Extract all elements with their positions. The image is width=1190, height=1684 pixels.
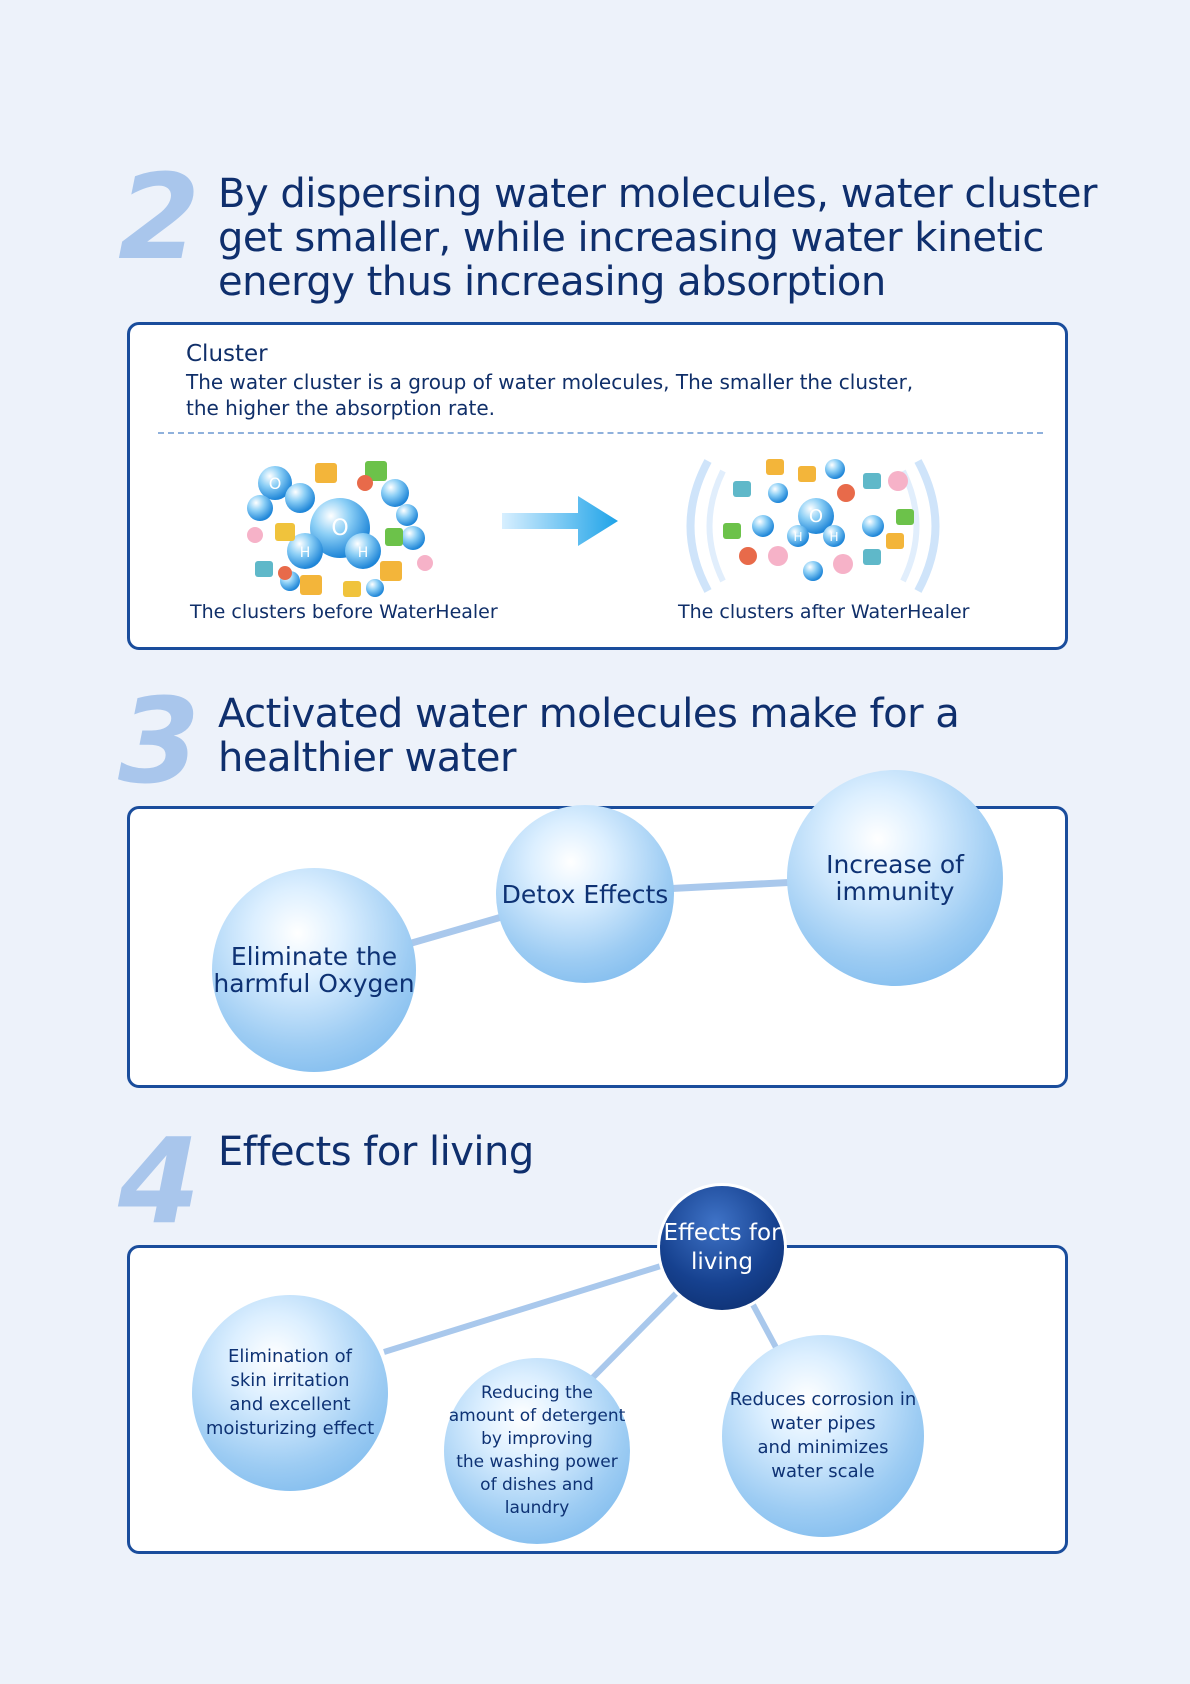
caption-after: The clusters after WaterHealer [678, 601, 970, 623]
section-number-2: 2 [118, 148, 201, 286]
bubble-line: Reducing the [480, 1383, 593, 1403]
cluster-before-illustration: O O H H [247, 461, 433, 597]
dashed-divider [158, 432, 1043, 434]
bubble-line: laundry [504, 1498, 570, 1518]
heading-line: healthier water [218, 735, 516, 781]
cluster-description: The water cluster is a group of water mo… [186, 369, 913, 421]
section-3-heading: Activated water molecules make for a hea… [218, 691, 960, 781]
svg-text:H: H [300, 545, 311, 561]
section-number-3: 3 [118, 672, 201, 810]
svg-text:O: O [331, 516, 348, 541]
heading-line: energy thus increasing absorption [218, 259, 886, 305]
svg-text:H: H [358, 545, 369, 561]
section-4-heading: Effects for living [218, 1130, 534, 1174]
cluster-after-illustration: O H H [686, 459, 940, 593]
heading-line: get smaller, while increasing water kine… [218, 215, 1044, 261]
heading-line: Activated water molecules make for a [218, 691, 960, 737]
bubble-line: Eliminate the [230, 942, 398, 971]
bubble-line: harmful Oxygen [213, 969, 415, 998]
bubble-reduces-corrosion: Reduces corrosion in water pipes and min… [722, 1335, 924, 1537]
section-number-4: 4 [118, 1112, 201, 1250]
svg-text:O: O [809, 506, 823, 527]
caption-before: The clusters before WaterHealer [190, 601, 498, 623]
bubble-line: the washing power [456, 1452, 618, 1472]
bubble-line: moisturizing effect [205, 1418, 375, 1439]
bubble-line: skin irritation [230, 1370, 350, 1391]
cluster-title: Cluster [186, 341, 268, 367]
heading-line: By dispersing water molecules, water clu… [218, 171, 1097, 217]
bubble-line: Elimination of [228, 1346, 352, 1367]
svg-text:H: H [829, 530, 838, 544]
hub-line: Effects for [663, 1220, 781, 1246]
bubble-line: of dishes and [480, 1475, 594, 1495]
bubble-line: and minimizes [757, 1437, 889, 1458]
bubble-increase-immunity: Increase of immunity [787, 770, 1003, 986]
bubble-reducing-detergent: Reducing the amount of detergent by impr… [444, 1358, 630, 1544]
description-line: The water cluster is a group of water mo… [186, 370, 914, 394]
bubble-line: by improving [481, 1429, 593, 1449]
bubble-line: Detox Effects [501, 879, 669, 909]
hub-effects-for-living: Effects for living [660, 1186, 784, 1310]
arrow-right-icon [502, 496, 618, 546]
cluster-panel: Cluster The water cluster is a group of … [127, 322, 1068, 650]
bubble-line: Increase of [826, 850, 964, 879]
bubble-eliminate-oxygen: Eliminate the harmful Oxygen [212, 868, 416, 1072]
bubble-line: water scale [771, 1461, 875, 1482]
svg-text:H: H [793, 530, 802, 544]
bubble-line: and excellent [229, 1394, 351, 1415]
bubble-line: immunity [835, 877, 955, 906]
heading-line: Effects for living [218, 1129, 534, 1175]
bubble-line: amount of detergent [448, 1406, 626, 1426]
hub-line: living [691, 1249, 753, 1275]
description-line: the higher the absorption rate. [186, 396, 496, 420]
bubble-skin-irritation: Elimination of skin irritation and excel… [192, 1295, 388, 1491]
bubble-detox-effects: Detox Effects [496, 805, 674, 983]
svg-text:O: O [269, 474, 282, 493]
section-2-heading: By dispersing water molecules, water clu… [218, 172, 1097, 304]
bubble-line: Reduces corrosion in [729, 1389, 917, 1410]
bubble-line: water pipes [770, 1413, 876, 1434]
